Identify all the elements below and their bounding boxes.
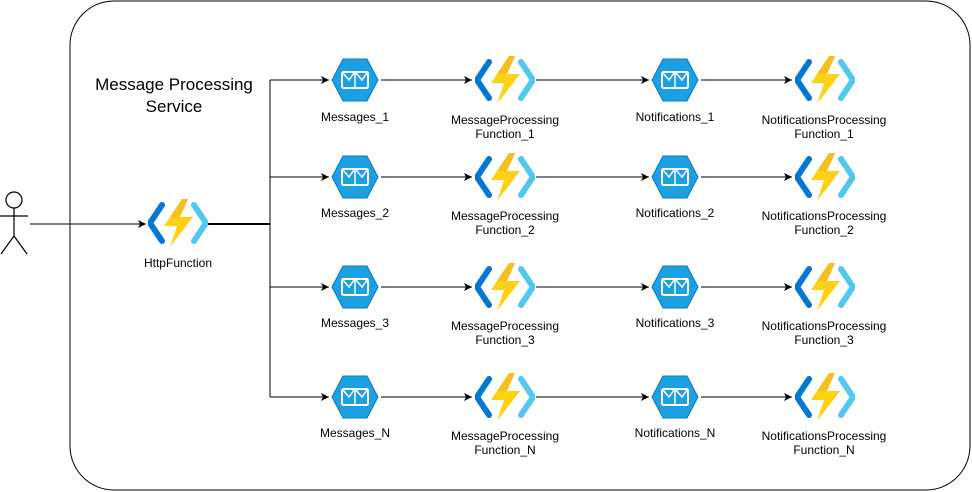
function-label-line1: MessageProcessing	[450, 429, 560, 443]
service-boundary	[69, 0, 971, 491]
notification-function-label-line1: NotificationsProcessing	[761, 113, 887, 127]
queue-label: Messages_2	[320, 206, 390, 220]
notification-queue-label: Notifications_1	[635, 110, 715, 124]
function-label-line2: Function_1	[475, 127, 535, 141]
notification-queue-label: Notifications_3	[635, 316, 715, 330]
queue-label: Messages_1	[320, 110, 390, 124]
function-label-line1: MessageProcessing	[450, 209, 560, 223]
function-label-line2: Function_2	[475, 223, 535, 237]
notification-function-label-line2: Function_3	[794, 333, 854, 347]
notification-queue-label: Notifications_N	[634, 426, 716, 440]
notification-queue-label: Notifications_2	[635, 206, 715, 220]
connectors	[30, 76, 792, 401]
service-title-line2: Service	[145, 97, 203, 116]
service-title-line1: Message Processing	[95, 75, 253, 94]
queue-label: Messages_3	[320, 316, 390, 330]
http-function-label: HttpFunction	[143, 256, 213, 270]
function-label-line2: Function_N	[474, 443, 536, 457]
function-label-line2: Function_3	[475, 333, 535, 347]
notification-function-label-line1: NotificationsProcessing	[761, 209, 887, 223]
user-actor-icon	[0, 191, 28, 255]
function-label-line1: MessageProcessing	[450, 319, 560, 333]
function-label-line1: MessageProcessing	[450, 113, 560, 127]
notification-function-label-line1: NotificationsProcessing	[761, 319, 887, 333]
queue-label: Messages_N	[319, 426, 391, 440]
notification-function-label-line2: Function_N	[793, 443, 855, 457]
notification-function-label-line1: NotificationsProcessing	[761, 429, 887, 443]
notification-function-label-line2: Function_1	[794, 127, 854, 141]
notification-function-label-line2: Function_2	[794, 223, 854, 237]
